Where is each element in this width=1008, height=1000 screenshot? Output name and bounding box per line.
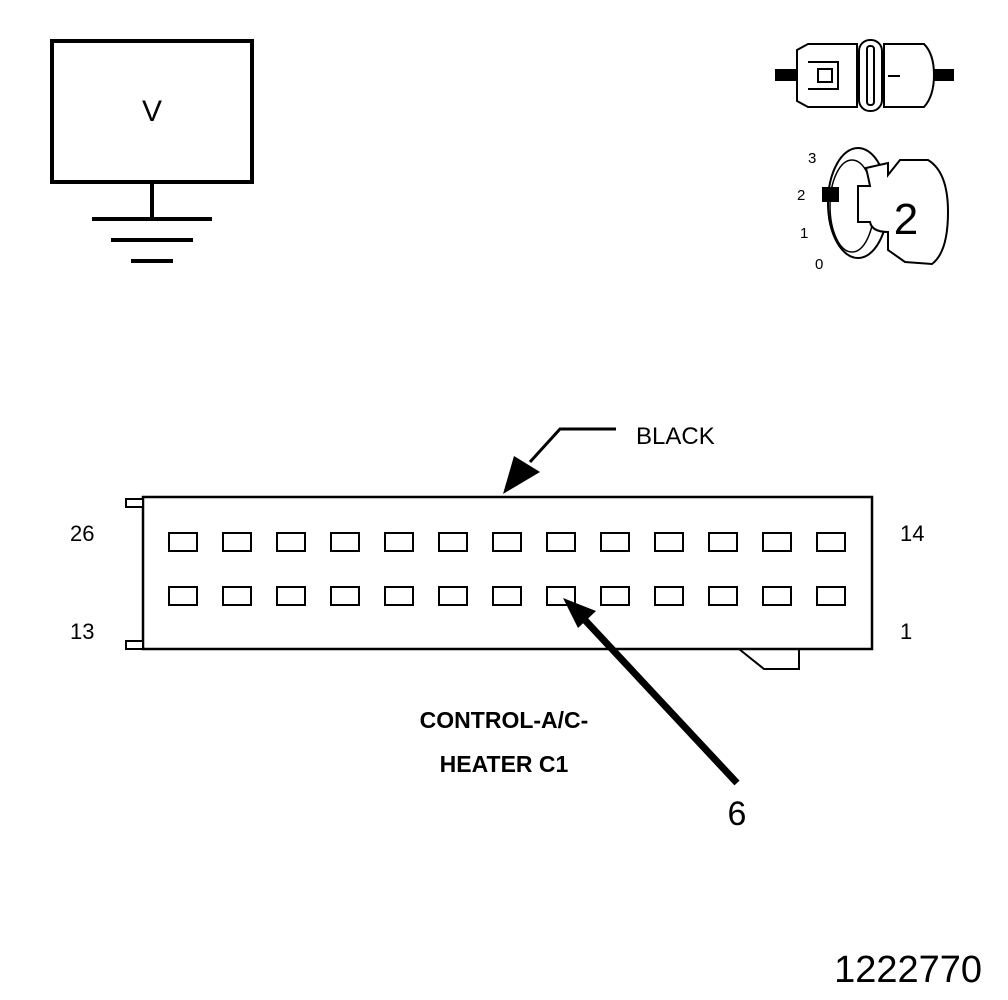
- pin-cavity-19: [546, 532, 576, 552]
- position-indicator: [822, 187, 839, 202]
- latch-tab-top: [125, 498, 144, 508]
- ignition-position-0: 0: [815, 256, 823, 273]
- voltmeter-label: V: [142, 95, 162, 128]
- voltmeter-symbol: V: [50, 39, 254, 263]
- pin-cavity-13: [168, 586, 198, 606]
- pin-label-top-right: 14: [900, 521, 924, 546]
- connector-disconnected-icon: [775, 39, 954, 112]
- pin-cavity-10: [330, 586, 360, 606]
- connector-name-line2: HEATER C1: [440, 751, 569, 777]
- ignition-selected-position: 2: [894, 195, 918, 244]
- pin-cavity-14: [816, 532, 846, 552]
- pin-row-bottom: [168, 586, 846, 606]
- callout-arrowhead: [563, 598, 596, 628]
- connector-color-label: BLACK: [636, 423, 715, 450]
- pin-callout-arrow: [563, 598, 740, 786]
- pin-cavity-15: [762, 532, 792, 552]
- pin-cavity-12: [222, 586, 252, 606]
- pin-row-top: [168, 532, 846, 552]
- polarization-key: [738, 648, 800, 670]
- pin-cavity-24: [276, 532, 306, 552]
- connector-body: [125, 495, 874, 670]
- pin-cavity-22: [384, 532, 414, 552]
- pin-cavity-4: [654, 586, 684, 606]
- pin-label-top-left: 26: [70, 521, 94, 546]
- pin-cavity-3: [708, 586, 738, 606]
- ignition-switch-icon: 3 2 1 0 2: [797, 147, 950, 273]
- pin-cavity-8: [438, 586, 468, 606]
- pin-cavity-1: [816, 586, 846, 606]
- pin-cavity-26: [168, 532, 198, 552]
- pin-cavity-21: [438, 532, 468, 552]
- pin-cavity-18: [600, 532, 630, 552]
- pin-cavity-25: [222, 532, 252, 552]
- key-icon: [857, 159, 950, 266]
- pin-callout-number: 6: [728, 795, 747, 833]
- pin-cavity-17: [654, 532, 684, 552]
- pin-cavity-5: [600, 586, 630, 606]
- latch-tab-bottom: [125, 640, 144, 650]
- pin-cavity-20: [492, 532, 522, 552]
- pin-cavity-23: [330, 532, 360, 552]
- connector-name-line1: CONTROL-A/C-: [420, 707, 589, 733]
- pin-cavity-11: [276, 586, 306, 606]
- ignition-position-1: 1: [800, 225, 808, 242]
- color-leader: [503, 427, 616, 494]
- leader-arrowhead: [503, 456, 540, 494]
- pin-label-bottom-right: 1: [900, 619, 912, 644]
- figure-number: 1222770: [834, 949, 982, 991]
- pin-cavity-9: [384, 586, 414, 606]
- pin-cavity-16: [708, 532, 738, 552]
- ignition-position-2: 2: [797, 187, 805, 204]
- pin-cavity-2: [762, 586, 792, 606]
- ignition-position-3: 3: [808, 150, 816, 167]
- pin-cavity-7: [492, 586, 522, 606]
- pin-label-bottom-left: 13: [70, 619, 94, 644]
- ground-icon: [92, 182, 212, 263]
